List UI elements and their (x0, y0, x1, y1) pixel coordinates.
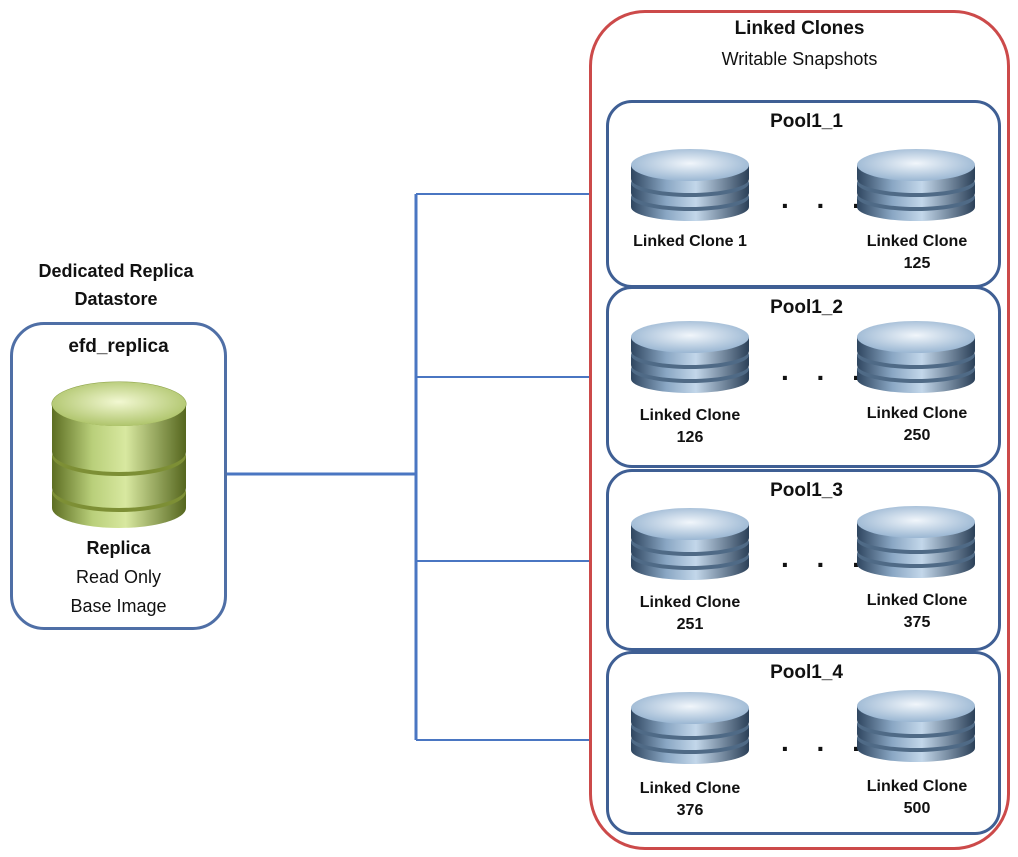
linked-clone-disk-icon (631, 692, 749, 764)
pool-box: Pool1_4 . . . Linked Clone 376 Linked Cl… (606, 651, 1001, 835)
linked-clone-label: Linked Clone 125 (842, 231, 992, 275)
pool-box: Pool1_3 . . . Linked Clone 251 Linked Cl… (606, 469, 1001, 651)
pool-box: Pool1_2 . . . Linked Clone 126 Linked Cl… (606, 286, 1001, 468)
ellipsis: . . . (781, 355, 870, 386)
linked-clone-label: Linked Clone 126 (615, 405, 765, 449)
linked-clone-number: 500 (903, 800, 931, 817)
pool-name: Pool1_2 (770, 297, 843, 318)
linked-clone-number: 376 (676, 802, 704, 819)
linked-clone-number: 251 (676, 616, 704, 633)
pool-name: Pool1_4 (770, 662, 843, 683)
linked-clone-label: Linked Clone 250 (842, 403, 992, 447)
linked-clone-label-text: Linked Clone (866, 405, 968, 422)
linked-clone-label: Linked Clone 500 (842, 776, 992, 820)
linked-clone-label: Linked Clone 251 (615, 592, 765, 636)
linked-clone-label-text: Linked Clone (866, 778, 968, 795)
linked-clone-number: 250 (903, 427, 931, 444)
replica-read-only: Read Only (75, 567, 162, 587)
linked-clone-number: 125 (903, 255, 931, 272)
linked-clone-label-text: Linked Clone (866, 592, 968, 609)
replica-datastore-name: efd_replica (68, 336, 169, 357)
replica-heading: Dedicated Replica Datastore (0, 257, 232, 313)
linked-clone-label-text: Linked Clone (639, 780, 741, 797)
ellipsis: . . . (781, 726, 870, 757)
linked-clones-title: Linked Clones (734, 18, 865, 39)
linked-clone-disk-icon (631, 149, 749, 221)
linked-clone-disk-icon (857, 506, 975, 578)
linked-clone-number: 375 (903, 614, 931, 631)
linked-clone-disk-icon (857, 690, 975, 762)
linked-clone-label: Linked Clone 376 (615, 778, 765, 822)
replica-database-icon (51, 381, 187, 528)
linked-clone-label-text: Linked Clone (866, 233, 968, 250)
linked-clone-disk-icon (631, 508, 749, 580)
linked-clone-disk-icon (631, 321, 749, 393)
linked-clone-label-text: Linked Clone (639, 407, 741, 424)
ellipsis: . . . (781, 542, 870, 573)
pool-name: Pool1_3 (770, 480, 843, 501)
replica-heading-line2: Datastore (74, 289, 158, 309)
linked-clone-label-text: Linked Clone (639, 594, 741, 611)
linked-clone-disk-icon (857, 149, 975, 221)
pool-name: Pool1_1 (770, 111, 843, 132)
ellipsis: . . . (781, 183, 870, 214)
replica-datastore-box (10, 322, 227, 630)
linked-clone-label-text: Linked Clone 1 (633, 233, 747, 250)
linked-clone-label: Linked Clone 375 (842, 590, 992, 634)
replica-base-image: Base Image (70, 596, 167, 616)
pool-box: Pool1_1 . . . Linked Clone 1 Linked Clon… (606, 100, 1001, 288)
linked-clones-subtitle: Writable Snapshots (721, 49, 878, 69)
replica-title: Replica (86, 538, 151, 558)
linked-clone-label: Linked Clone 1 (615, 231, 765, 253)
linked-clone-number: 126 (676, 429, 704, 446)
linked-clone-disk-icon (857, 321, 975, 393)
replica-heading-line1: Dedicated Replica (38, 261, 194, 281)
